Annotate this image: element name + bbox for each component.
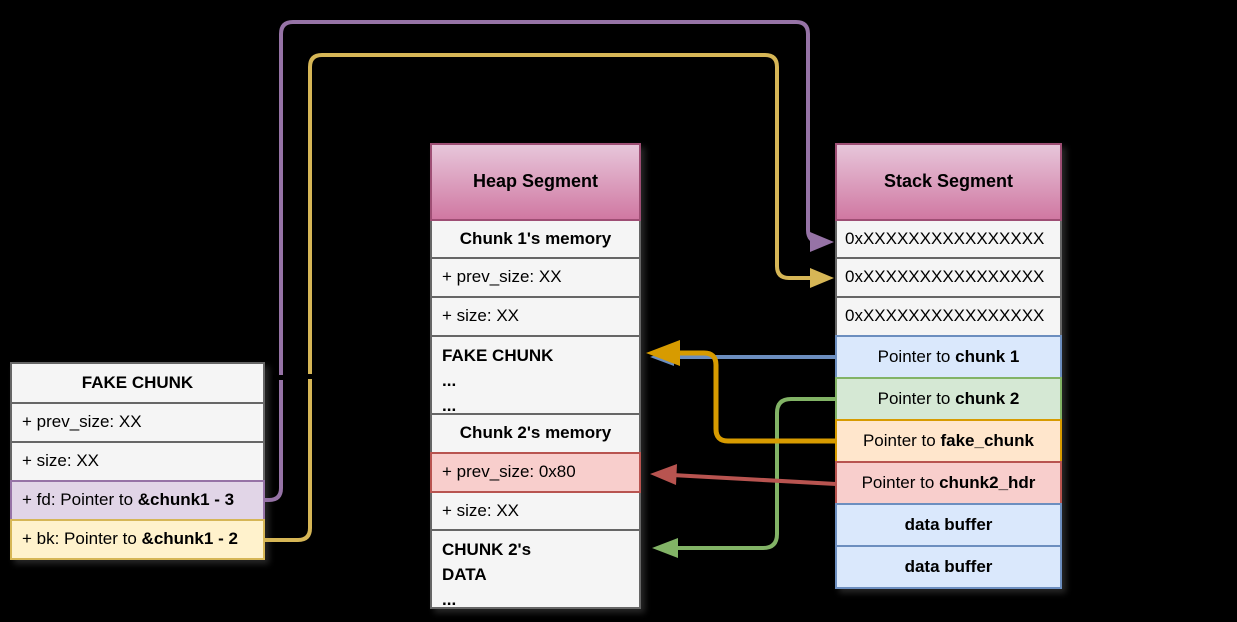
row-text: Chunk 2's memory	[459, 423, 612, 443]
row-line: DATA	[442, 565, 487, 584]
chunk2hdr-pointer-arrow	[650, 464, 837, 486]
stack-ptr-chunk1-row: Pointer to chunk 1	[835, 335, 1062, 379]
row-text: + size: XX	[442, 500, 520, 520]
row-line: CHUNK 2's	[442, 540, 532, 559]
row-text: + prev_size: XX	[442, 267, 562, 287]
row-text: + prev_size: XX	[22, 412, 142, 432]
heap-chunk2-size-row: + size: XX	[430, 491, 641, 531]
row-text: + size: XX	[22, 451, 100, 471]
row-text: 0xXXXXXXXXXXXXXXXX	[845, 228, 1045, 248]
fake-bk-row: + bk: Pointer to &chunk1 - 2	[10, 519, 265, 560]
row-line: ...	[442, 371, 457, 390]
chunk1-pointer-arrow	[650, 348, 836, 366]
stack-data-buffer-row-2: data buffer	[835, 545, 1062, 589]
stack-addr-row-1: 0xXXXXXXXXXXXXXXXX	[835, 219, 1062, 259]
row-strong-text: chunk2_hdr	[939, 472, 1036, 492]
row-text: Pointer to	[862, 430, 941, 450]
row-text: Pointer to	[877, 388, 956, 408]
chunk2-pointer-arrow	[652, 397, 836, 558]
fake-chunk-table: FAKE CHUNK + prev_size: XX + size: XX + …	[10, 362, 265, 560]
row-line: ...	[442, 590, 457, 609]
heap-segment-table: Heap Segment Chunk 1's memory + prev_siz…	[430, 143, 641, 609]
stack-ptr-fake-chunk-row: Pointer to fake_chunk	[835, 419, 1062, 463]
line-gap-tick	[273, 375, 289, 380]
row-text: + fd: Pointer to	[22, 490, 138, 510]
heap-chunk1-prev-size-row: + prev_size: XX	[430, 257, 641, 298]
row-text: + size: XX	[442, 306, 520, 326]
row-text: 0xXXXXXXXXXXXXXXXX	[845, 267, 1045, 287]
fake-chunk-title-row: FAKE CHUNK	[10, 362, 265, 404]
row-strong-text: chunk 1	[955, 346, 1020, 366]
stack-ptr-chunk2-hdr-row: Pointer to chunk2_hdr	[835, 461, 1062, 505]
row-text: Pointer to	[877, 346, 956, 366]
fake-fd-row: + fd: Pointer to &chunk1 - 3	[10, 480, 265, 521]
row-strong-text: &chunk1 - 2	[141, 529, 238, 549]
row-text: Pointer to	[861, 472, 940, 492]
row-text: data buffer	[904, 556, 993, 576]
heap-chunk1-size-row: + size: XX	[430, 296, 641, 337]
line-gap-tick	[302, 374, 318, 379]
fake-prev-size-row: + prev_size: XX	[10, 402, 265, 443]
heap-segment-header: Heap Segment	[430, 143, 641, 221]
stack-addr-row-3: 0xXXXXXXXXXXXXXXXX	[835, 296, 1062, 337]
row-line: FAKE CHUNK	[442, 346, 554, 365]
heap-segment-title: Heap Segment	[472, 171, 599, 192]
heap-chunk2-data-row: CHUNK 2's DATA ...	[430, 529, 641, 609]
row-text: + bk: Pointer to	[22, 529, 142, 549]
heap-chunk1-memory-row: Chunk 1's memory	[430, 219, 641, 259]
heap-chunk2-prev-size-row: + prev_size: 0x80	[430, 452, 641, 493]
row-strong-text: &chunk1 - 3	[137, 490, 235, 510]
heap-fake-chunk-row: FAKE CHUNK ... ...	[430, 335, 641, 415]
row-text: 0xXXXXXXXXXXXXXXXX	[845, 306, 1045, 326]
stack-segment-table: Stack Segment 0xXXXXXXXXXXXXXXXX 0xXXXXX…	[835, 143, 1062, 589]
row-text: Chunk 1's memory	[459, 228, 612, 248]
heap-chunk2-memory-row: Chunk 2's memory	[430, 413, 641, 454]
row-strong-text: fake_chunk	[940, 430, 1035, 450]
row-strong-text: chunk 2	[955, 388, 1020, 408]
fake-size-row: + size: XX	[10, 441, 265, 482]
fake-chunk-title: FAKE CHUNK	[81, 372, 194, 392]
row-text: + prev_size: 0x80	[442, 462, 576, 482]
stack-segment-header: Stack Segment	[835, 143, 1062, 221]
stack-addr-row-2: 0xXXXXXXXXXXXXXXXX	[835, 257, 1062, 298]
row-text: data buffer	[904, 514, 993, 534]
fake-chunk-pointer-arrow	[646, 340, 836, 444]
stack-ptr-chunk2-row: Pointer to chunk 2	[835, 377, 1062, 421]
stack-data-buffer-row-1: data buffer	[835, 503, 1062, 547]
stack-segment-title: Stack Segment	[883, 171, 1014, 192]
